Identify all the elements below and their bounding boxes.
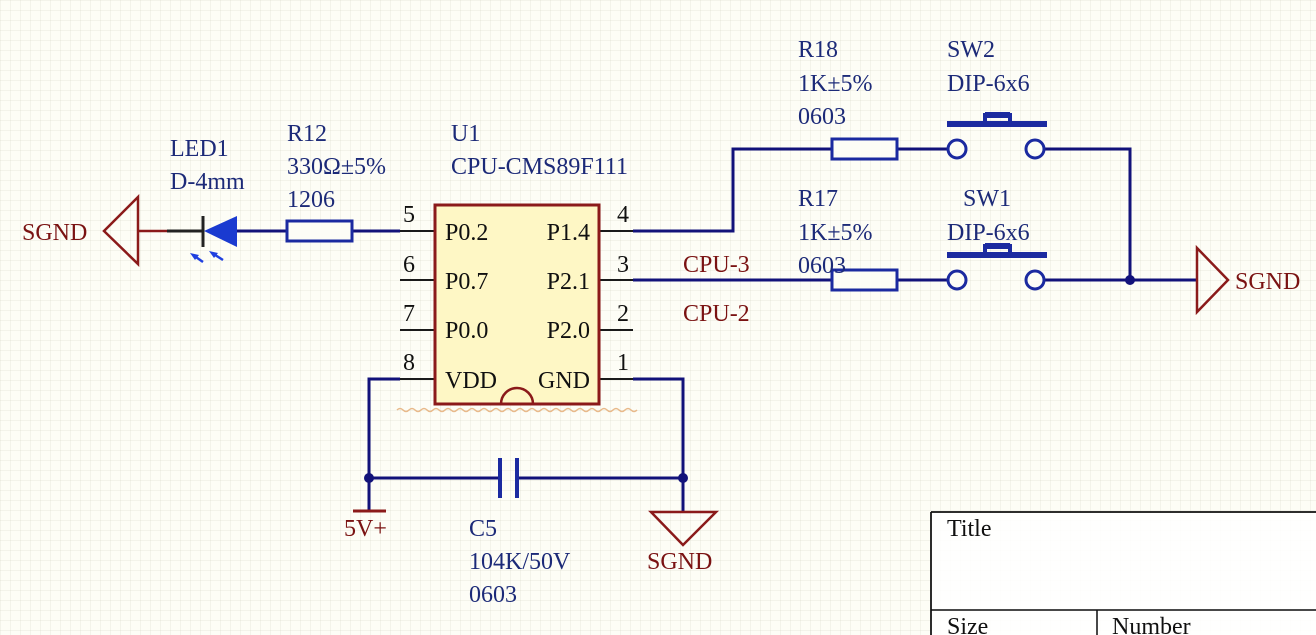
title-block-size-label: Size xyxy=(947,614,988,635)
sgnd-bottom-label: SGND xyxy=(647,549,712,575)
c5-ref: C5 xyxy=(469,516,497,542)
u1-pin-number: 1 xyxy=(617,350,629,376)
sgnd-left-symbol xyxy=(102,193,167,267)
led1-symbol xyxy=(167,216,237,264)
u1-pin-name: P0.7 xyxy=(445,269,488,295)
u1-pin-number: 8 xyxy=(403,350,415,376)
u1-pin-name: P2.0 xyxy=(547,318,590,344)
u1-pin-name: P2.1 xyxy=(547,269,590,295)
net-label-cpu2: CPU-2 xyxy=(683,301,750,327)
u1-ref: U1 xyxy=(451,121,480,147)
r12-value: 330Ω±5% xyxy=(287,154,386,180)
net-label-cpu3: CPU-3 xyxy=(683,252,750,278)
vcc-label: 5V+ xyxy=(344,516,387,542)
junction-dot xyxy=(1125,275,1135,285)
sw1-value: DIP-6x6 xyxy=(947,220,1030,246)
u1-pin-name: GND xyxy=(538,368,590,394)
u1-pin-number: 7 xyxy=(403,301,415,327)
sgnd-left-label: SGND xyxy=(22,220,87,246)
r12-body xyxy=(285,219,354,243)
u1-value: CPU-CMS89F111 xyxy=(451,154,628,180)
sgnd-right-label: SGND xyxy=(1235,269,1300,295)
wire-sw2-node xyxy=(1044,147,1132,280)
r17-value: 1K±5% xyxy=(798,220,873,246)
r12-package: 1206 xyxy=(287,187,335,213)
junction-dot xyxy=(678,473,688,483)
sgnd-right-symbol xyxy=(1195,244,1230,316)
u1-notch xyxy=(499,386,535,405)
r17-body xyxy=(830,268,899,292)
u1-pin-number: 6 xyxy=(403,252,415,278)
sw1-symbol xyxy=(946,243,1047,291)
u1-pin-number: 5 xyxy=(403,202,415,228)
u1-symbol xyxy=(396,203,638,413)
u1-pin-number: 3 xyxy=(617,252,629,278)
u1-body xyxy=(433,203,601,406)
r12-ref: R12 xyxy=(287,121,327,147)
u1-pin-name: P0.2 xyxy=(445,220,488,246)
c5-package: 0603 xyxy=(469,582,517,608)
sw1-ref: SW1 xyxy=(963,186,1011,212)
r18-body xyxy=(830,137,899,161)
wire-p14-r18 xyxy=(633,147,832,233)
u1-pin-name: P1.4 xyxy=(547,220,590,246)
r18-ref: R18 xyxy=(798,37,838,63)
sw2-ref: SW2 xyxy=(947,37,995,63)
led1-value: D-4mm xyxy=(170,169,245,195)
title-block-title-label: Title xyxy=(947,516,991,542)
r17-package: 0603 xyxy=(798,253,846,279)
wire-gnd xyxy=(633,377,685,480)
r18-value: 1K±5% xyxy=(798,71,873,97)
wire-vdd xyxy=(367,377,400,480)
wires xyxy=(237,147,1197,512)
sgnd-bottom-symbol xyxy=(648,510,720,547)
u1-pin-name: P0.0 xyxy=(445,318,488,344)
r17-ref: R17 xyxy=(798,186,838,212)
title-block-bg xyxy=(932,513,1316,635)
c5-symbol xyxy=(498,458,519,498)
c5-value: 104K/50V xyxy=(469,549,571,575)
sw2-value: DIP-6x6 xyxy=(947,71,1030,97)
u1-pin-number: 2 xyxy=(617,301,629,327)
led1-ref: LED1 xyxy=(170,136,229,162)
u1-pin-number: 4 xyxy=(617,202,629,228)
title-block-number-label: Number xyxy=(1112,614,1191,635)
u1-underline xyxy=(396,407,638,413)
r18-package: 0603 xyxy=(798,104,846,130)
sw2-symbol xyxy=(946,112,1047,160)
u1-pin-name: VDD xyxy=(445,368,497,394)
junction-dot xyxy=(364,473,374,483)
